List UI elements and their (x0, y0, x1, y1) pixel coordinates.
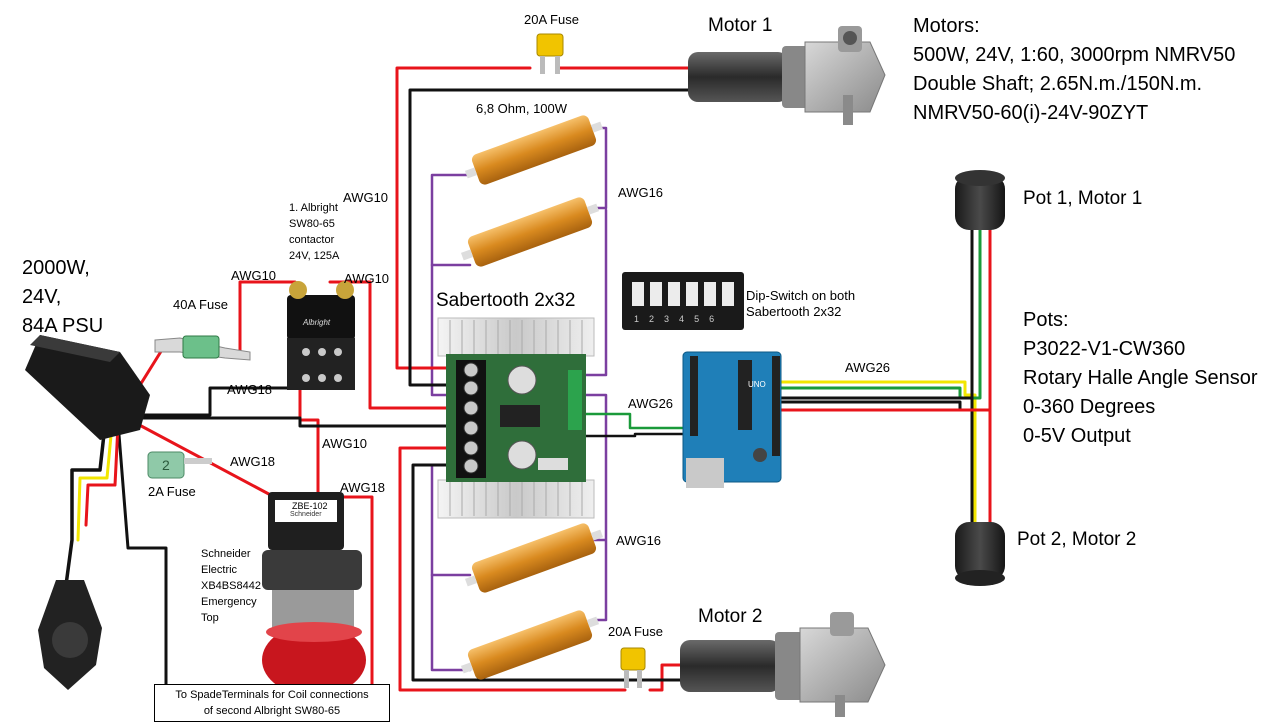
awg10-label-c: AWG10 (344, 271, 390, 286)
spade-note-line-1: To SpadeTerminals for Coil connections (175, 689, 369, 701)
resistor-label: 6,8 Ohm, 100W (476, 101, 568, 116)
mains-cable-yellow (76, 423, 114, 542)
pot-yellow-wire (776, 380, 977, 547)
dip-switch-image (622, 272, 744, 330)
pot2-image (955, 522, 1005, 586)
schneider-line-3: XB4BS8442 (201, 580, 261, 592)
spade-black-wire (116, 420, 168, 687)
psu-label: 2000W, 24V, 84A PSU (22, 254, 103, 341)
dip-number-6: 6 (709, 314, 725, 324)
dip-number-3: 3 (664, 314, 680, 324)
fuse-20a-top-label: 20A Fuse (524, 12, 579, 27)
arduino-image (682, 351, 782, 488)
schneider-line-5: Top (201, 612, 219, 624)
pots-spec-line-1: Pots: (1023, 309, 1069, 331)
motor2-black-wire (411, 463, 682, 682)
fuse-40a-image (154, 335, 251, 361)
sabertooth-image (437, 317, 595, 519)
fuse-2a-label: 2A Fuse (148, 484, 196, 499)
awg10-label-a: AWG10 (343, 190, 389, 205)
pot1-label: Pot 1, Motor 1 (1023, 188, 1143, 209)
fuse-20a-bottom-image (620, 647, 646, 688)
motors-spec-line-2: 500W, 24V, 1:60, 3000rpm NMRV50 (913, 44, 1236, 66)
schneider-line-2: Electric (201, 564, 238, 576)
pots-spec: Pots: P3022-V1-CW360 Rotary Halle Angle … (1023, 306, 1258, 451)
awg18-label-b: AWG18 (230, 454, 276, 469)
pots-spec-line-5: 0-5V Output (1023, 425, 1131, 447)
pot1-image (955, 170, 1005, 230)
pots-spec-line-3: Rotary Halle Angle Sensor (1023, 367, 1258, 389)
arduino-logo: UNO (748, 380, 766, 389)
dip-number-4: 4 (679, 314, 695, 324)
awg26-label-a: AWG26 (628, 396, 674, 411)
estop-code: ZBE-102 (292, 501, 328, 511)
albright-line-3: contactor (289, 234, 335, 246)
resistors (460, 115, 604, 680)
mains-plug-image (38, 580, 102, 690)
pot-red-wire (776, 213, 992, 547)
fuse-2a-image (147, 451, 212, 479)
contactor-red-wire (328, 280, 472, 410)
motors-spec-line-4: NMRV50-60(i)-24V-90ZYT (913, 102, 1149, 124)
signal-green-wire (573, 412, 692, 430)
fuse-2a-mark: 2 (162, 457, 170, 473)
awg10-label-b: AWG10 (231, 268, 277, 283)
albright-line-4: 24V, 125A (289, 250, 340, 262)
dip-number-1: 1 (634, 314, 650, 324)
psu-line-1: 2000W, (22, 257, 90, 279)
psu-black-wire (138, 386, 472, 428)
awg10-label-d: AWG10 (322, 436, 368, 451)
motor2-label: Motor 2 (698, 606, 763, 627)
pots-spec-line-2: P3022-V1-CW360 (1023, 338, 1186, 360)
awg16-bottom-label: AWG16 (616, 533, 662, 548)
motor2-image (680, 612, 886, 717)
schneider-label: Schneider Electric XB4BS8442 Emergency T… (201, 546, 261, 626)
awg16-top-label: AWG16 (618, 185, 664, 200)
dip-number-2: 2 (649, 314, 665, 324)
dip-numbers: 123456 (634, 314, 724, 324)
motors-spec-line-3: Double Shaft; 2.65N.m./150N.m. (913, 73, 1203, 95)
awg18-label-a: AWG18 (227, 382, 273, 397)
psu-line-2: 24V, (22, 286, 62, 308)
awg18-label-c: AWG18 (340, 480, 386, 495)
motor1-image (688, 26, 886, 125)
contactor-image (287, 281, 355, 390)
spade-note: To SpadeTerminals for Coil connections o… (154, 684, 390, 722)
dip-switch-label: Dip-Switch on both Sabertooth 2x32 (746, 288, 855, 320)
motors-spec: Motors: 500W, 24V, 1:60, 3000rpm NMRV50 … (913, 12, 1235, 128)
schneider-line-4: Emergency (201, 596, 257, 608)
wires (64, 66, 992, 692)
dip-switch-line-1: Dip-Switch on both (746, 288, 856, 303)
motor1-black-wire (408, 88, 692, 387)
motors-spec-line-1: Motors: (913, 15, 980, 37)
mains-cable-black (64, 423, 107, 587)
albright-label: 1. Albright SW80-65 contactor 24V, 125A (289, 200, 339, 264)
motor1-label: Motor 1 (708, 15, 773, 36)
albright-line-1: 1. Albright (289, 202, 338, 214)
estop-brand: Schneider (290, 511, 322, 518)
pot-black-wire (776, 213, 974, 547)
schneider-line-1: Schneider (201, 548, 251, 560)
signal-black-wire (573, 432, 692, 438)
psu-line-3: 84A PSU (22, 315, 104, 337)
contactor-brand: Albright (303, 318, 331, 327)
pot2-label: Pot 2, Motor 2 (1017, 529, 1137, 550)
contactor-red-wire-b (298, 378, 320, 500)
fuse-20a-bottom-label: 20A Fuse (608, 624, 663, 639)
fuse-20a-top-image (536, 33, 564, 74)
motor2-red-wire (398, 446, 692, 692)
pots-spec-line-4: 0-360 Degrees (1023, 396, 1156, 418)
dip-number-5: 5 (694, 314, 710, 324)
albright-line-2: SW80-65 (289, 218, 335, 230)
mains-cable-red (84, 423, 120, 527)
awg26-label-b: AWG26 (845, 360, 891, 375)
motor1-red-wire (395, 66, 692, 370)
psu-image (25, 335, 150, 440)
dip-switch-line-2: Sabertooth 2x32 (746, 304, 842, 319)
fuse-40a-label: 40A Fuse (173, 297, 228, 312)
sabertooth-label: Sabertooth 2x32 (436, 290, 576, 311)
spade-note-line-2: of second Albright SW80-65 (203, 705, 341, 717)
estop-image (262, 492, 366, 696)
